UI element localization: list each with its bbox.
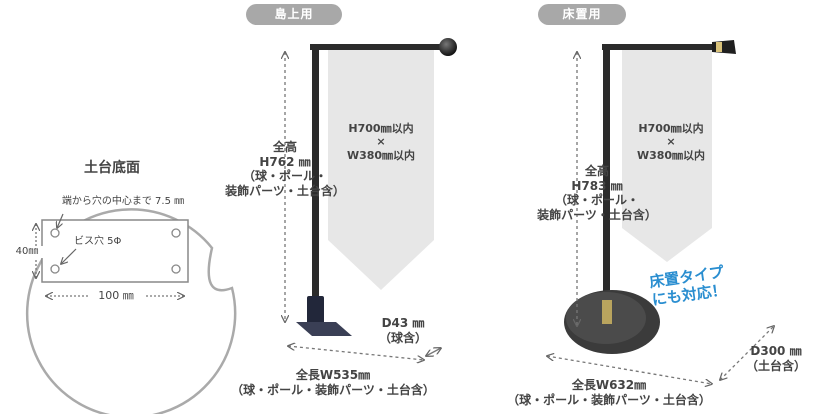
base-detail-callout (25, 208, 237, 414)
left-width-dimension (288, 346, 424, 360)
left-base-plate (296, 322, 352, 336)
right-depth: D300 ㎜ （土台含） (738, 344, 814, 373)
right-total-width: 全長W632㎜ （球・ポール・装飾パーツ・土台含） (502, 378, 716, 407)
screw-hole-bottom-right (171, 264, 181, 274)
right-banner-width: W380㎜以内 (636, 148, 706, 162)
hole-position-arrow (57, 213, 64, 228)
left-depth-note: （球含） (378, 330, 427, 345)
left-height-value: H762 ㎜ (259, 154, 311, 169)
left-depth-dimension (426, 348, 441, 356)
right-product-drawing (547, 40, 774, 384)
left-ball-finial (439, 38, 457, 56)
right-pole (603, 47, 610, 317)
screw-hole-arrow (61, 248, 77, 264)
left-banner-height: H700㎜以内 (348, 122, 414, 135)
right-depth-dimension (720, 326, 774, 380)
left-banner (328, 46, 434, 290)
right-tag: 床置用 (538, 4, 626, 25)
right-depth-value: D300 ㎜ (750, 344, 802, 358)
right-top-rod (602, 44, 714, 50)
screw-hole-top-right (171, 228, 181, 238)
screw-hole-label: ビス穴 5Φ (74, 236, 122, 247)
left-total-height: 全高 H762 ㎜ （球・ポール・ 装飾パーツ・土台含） (208, 140, 362, 199)
left-width-value: 全長W535㎜ (295, 368, 371, 382)
left-base-bracket (307, 296, 324, 326)
screw-hole-top-left (50, 228, 60, 238)
right-height-note-2: 装飾パーツ・土台含） (537, 207, 657, 222)
base-plate-diagram (41, 219, 189, 283)
plate-width-label: 100 ㎜ (88, 289, 144, 303)
base-detail-title: 土台底面 (84, 160, 140, 176)
left-top-rod (310, 44, 440, 50)
left-height-note-2: 装飾パーツ・土台含） (225, 183, 345, 198)
right-height-note-1: （球・ポール・ (554, 193, 639, 208)
screw-hole-bottom-left (50, 264, 60, 274)
left-width-note: （球・ポール・装飾パーツ・土台含） (231, 382, 435, 397)
left-banner-size: H700㎜以内 × W380㎜以内 (328, 122, 434, 162)
right-height-value: H783 ㎜ (571, 178, 623, 193)
right-depth-note: （土台含） (745, 358, 806, 373)
right-banner-times: × (666, 135, 676, 149)
left-depth: D43 ㎜ （球含） (368, 316, 438, 345)
right-banner-height: H700㎜以内 (638, 122, 704, 135)
left-height-note-1: （球・ポール・ (242, 169, 327, 184)
right-decorative-finial (712, 40, 736, 54)
right-width-value: 全長W632㎜ (571, 378, 647, 392)
left-tag: 島上用 (246, 4, 342, 25)
left-pole (312, 47, 319, 315)
left-total-width: 全長W535㎜ （球・ポール・装飾パーツ・土台含） (222, 368, 444, 397)
left-product-drawing (285, 38, 457, 360)
left-banner-times: × (376, 135, 386, 149)
plate-height-label: 40㎜ (10, 246, 44, 259)
hole-position-label: 端から穴の中心まで 7.5 ㎜ (61, 196, 185, 207)
left-height-title: 全高 (272, 140, 297, 154)
right-width-dimension (547, 356, 712, 384)
left-banner-width: W380㎜以内 (346, 148, 416, 162)
right-height-title: 全高 (584, 164, 609, 178)
left-depth-value: D43 ㎜ (381, 316, 425, 330)
right-banner-size: H700㎜以内 × W380㎜以内 (622, 122, 720, 162)
right-width-note: （球・ポール・装飾パーツ・土台含） (507, 392, 711, 407)
right-total-height: 全高 H783 ㎜ （球・ポール・ 装飾パーツ・土台含） (522, 164, 672, 223)
right-banner (622, 46, 712, 262)
